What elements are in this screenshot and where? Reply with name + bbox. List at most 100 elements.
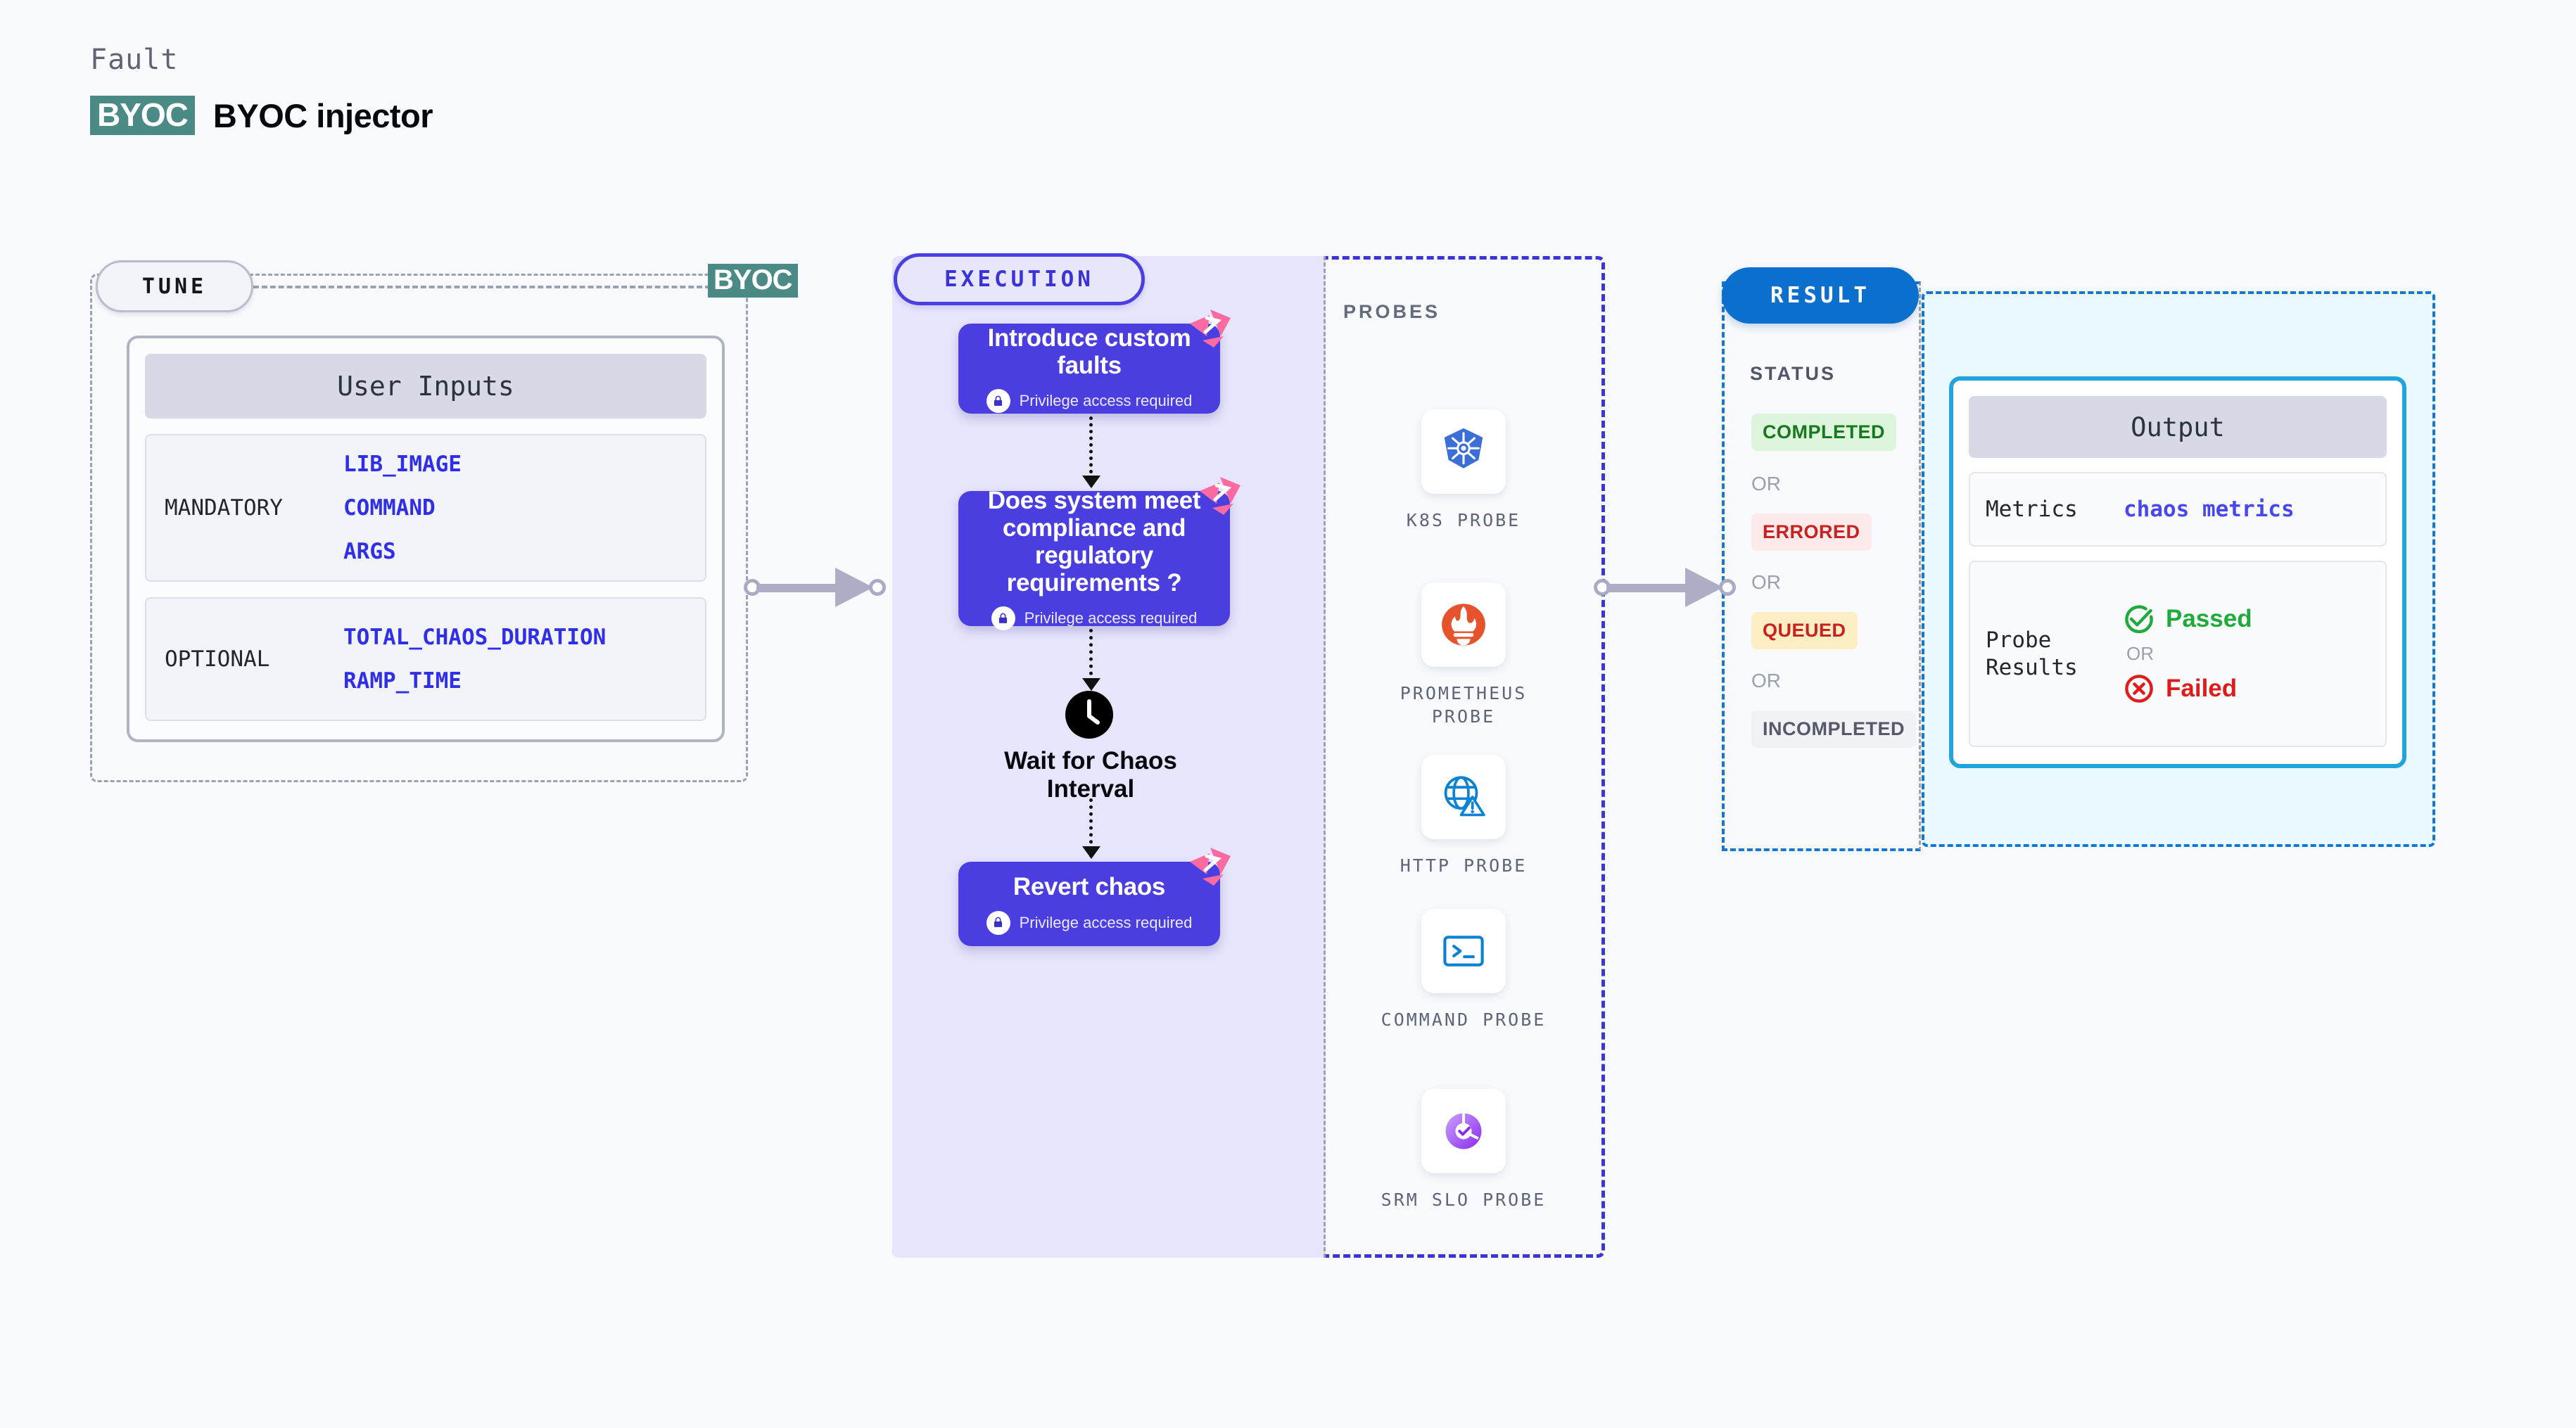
status-badge-errored: ERRORED xyxy=(1751,514,1872,551)
param-total-chaos-duration[interactable]: TOTAL_CHAOS_DURATION xyxy=(343,625,607,650)
optional-params-block: OPTIONAL TOTAL_CHAOS_DURATION RAMP_TIME xyxy=(145,597,706,721)
output-card: Output Metrics chaos metrics Probe Resul… xyxy=(1949,376,2406,768)
probe-tile xyxy=(1421,909,1506,993)
connector-end-dot xyxy=(1719,579,1736,596)
byoc-badge: BYOC xyxy=(90,96,195,135)
flow-arrow-1 xyxy=(1082,416,1100,488)
output-title: Output xyxy=(1969,396,2387,458)
probe-tile xyxy=(1421,1089,1506,1173)
litmus-corner-icon xyxy=(1190,848,1231,886)
optional-param-list: TOTAL_CHAOS_DURATION RAMP_TIME xyxy=(343,625,606,694)
probe-result-passed: Passed xyxy=(2124,604,2252,635)
probe-results-values: Passed OR Failed xyxy=(2124,604,2252,704)
page-title-row: BYOC BYOC injector xyxy=(90,96,433,135)
probe-tile xyxy=(1421,409,1506,494)
page-title: BYOC injector xyxy=(212,96,433,134)
status-badge-incompleted: INCOMPLETED xyxy=(1751,710,1917,748)
status-badge-queued: QUEUED xyxy=(1751,612,1858,649)
prometheus-icon xyxy=(1442,604,1485,646)
step-compliance-check[interactable]: Does system meet compliance and regulato… xyxy=(958,477,1241,631)
probe-label: SRM SLO PROBE xyxy=(1381,1190,1547,1210)
connector-arrowhead xyxy=(1685,568,1723,607)
probe-item-http[interactable]: HTTP PROBE xyxy=(1376,755,1552,878)
metrics-label: Metrics xyxy=(1986,496,2078,522)
mandatory-param-list: LIB_IMAGE COMMAND ARGS xyxy=(343,452,462,564)
step-revert-chaos[interactable]: Revert chaos Privilege access required xyxy=(958,848,1231,946)
http-globe-icon xyxy=(1444,776,1485,817)
param-args[interactable]: ARGS xyxy=(343,539,396,564)
step-title: Does system meet compliance and regulato… xyxy=(987,486,1201,597)
page-header: Fault BYOC BYOC injector xyxy=(90,44,433,135)
probe-label: HTTP PROBE xyxy=(1400,855,1528,876)
status-label: STATUS xyxy=(1750,363,1836,384)
connector-end-dot xyxy=(869,579,886,596)
probe-item-command[interactable]: COMMAND PROBE xyxy=(1376,909,1552,1032)
or-separator: OR xyxy=(1751,473,1781,495)
probe-tile xyxy=(1421,582,1506,667)
privilege-text: Privilege access required xyxy=(1019,392,1193,410)
execution-pill[interactable]: EXECUTION xyxy=(894,253,1145,305)
or-separator: OR xyxy=(2126,643,2154,664)
probes-label: PROBES xyxy=(1343,301,1441,322)
terminal-icon xyxy=(1443,936,1484,967)
privilege-text: Privilege access required xyxy=(1019,913,1193,931)
probe-results-label: Probe Results xyxy=(1986,627,2078,680)
connector-shaft xyxy=(756,584,855,592)
probe-label: PROMETHEUS PROBE xyxy=(1400,683,1528,727)
tune-section xyxy=(90,274,748,782)
probe-label: COMMAND PROBE xyxy=(1381,1009,1547,1030)
or-separator: OR xyxy=(1751,571,1781,593)
litmus-corner-icon xyxy=(1200,477,1241,515)
probe-item-srm-slo[interactable]: SRM SLO PROBE xyxy=(1376,1089,1552,1212)
connector-shaft xyxy=(1606,584,1705,592)
status-badge-completed: COMPLETED xyxy=(1751,414,1897,451)
connector-tune-to-execution xyxy=(744,566,892,608)
lock-icon xyxy=(991,606,1015,631)
privilege-row: Privilege access required xyxy=(986,910,1193,935)
tune-pill[interactable]: TUNE xyxy=(96,260,253,312)
connector-arrowhead xyxy=(835,568,873,607)
probe-label: K8S PROBE xyxy=(1406,510,1521,530)
tune-connector-line xyxy=(253,286,711,288)
optional-label: OPTIONAL xyxy=(165,646,270,672)
user-inputs-card: User Inputs MANDATORY LIB_IMAGE COMMAND … xyxy=(127,336,725,742)
flow-arrow-2 xyxy=(1082,629,1100,691)
mandatory-params-block: MANDATORY LIB_IMAGE COMMAND ARGS xyxy=(145,434,706,582)
step-introduce-custom-faults[interactable]: Introduce custom faults Privilege access… xyxy=(958,310,1231,414)
failed-label: Failed xyxy=(2166,675,2238,702)
srm-slo-icon xyxy=(1445,1113,1482,1149)
connector-execution-to-result xyxy=(1594,566,1741,608)
mandatory-label: MANDATORY xyxy=(165,495,283,521)
privilege-row: Privilege access required xyxy=(991,606,1198,631)
param-lib-image[interactable]: LIB_IMAGE xyxy=(343,452,462,477)
page-eyebrow: Fault xyxy=(90,44,179,76)
byoc-edge-badge: BYOC xyxy=(708,264,798,298)
param-ramp-time[interactable]: RAMP_TIME xyxy=(343,668,462,694)
probe-results-row: Probe Results Passed OR Failed xyxy=(1969,561,2387,747)
metrics-value[interactable]: chaos metrics xyxy=(2124,497,2295,522)
user-inputs-title: User Inputs xyxy=(145,354,706,419)
clock-icon xyxy=(1065,691,1113,739)
probe-item-prometheus[interactable]: PROMETHEUS PROBE xyxy=(1376,582,1552,728)
flow-arrow-3 xyxy=(1082,798,1100,859)
probe-tile xyxy=(1421,755,1506,839)
metrics-row: Metrics chaos metrics xyxy=(1969,472,2387,547)
check-circle-icon xyxy=(2125,605,2153,634)
or-separator: OR xyxy=(1751,670,1781,691)
privilege-text: Privilege access required xyxy=(1024,609,1198,627)
lock-icon xyxy=(986,910,1010,935)
execution-panel xyxy=(892,256,1326,1258)
param-command[interactable]: COMMAND xyxy=(343,495,436,521)
probe-result-failed: Failed xyxy=(2124,673,2252,704)
passed-label: Passed xyxy=(2166,605,2252,632)
step-title: Revert chaos xyxy=(1013,873,1166,901)
kubernetes-icon xyxy=(1444,428,1483,468)
step-title: Introduce custom faults xyxy=(987,324,1191,379)
probe-item-k8s[interactable]: K8S PROBE xyxy=(1376,409,1552,533)
x-circle-icon xyxy=(2125,675,2153,703)
lock-icon xyxy=(986,389,1010,414)
wait-for-chaos-interval-label: Wait for Chaos Interval xyxy=(1004,747,1177,803)
result-pill[interactable]: RESULT xyxy=(1722,267,1919,324)
privilege-row: Privilege access required xyxy=(986,389,1193,414)
litmus-corner-icon xyxy=(1190,310,1231,348)
